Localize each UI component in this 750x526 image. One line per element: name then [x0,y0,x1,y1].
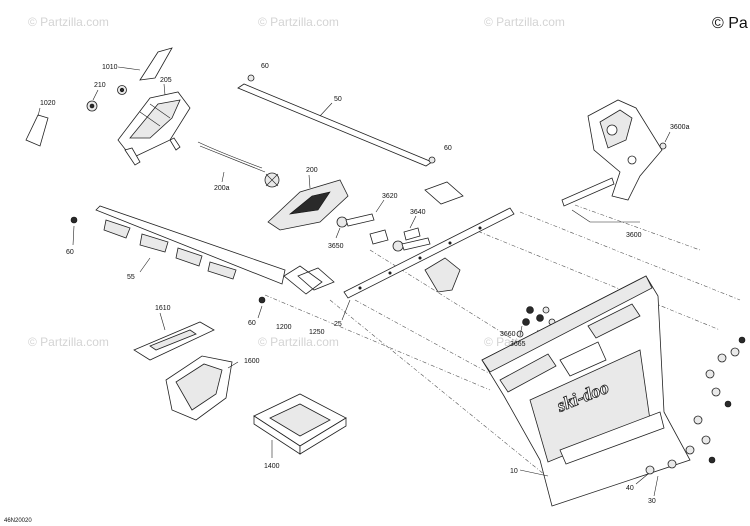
watermark: © Partzilla.com [28,335,109,349]
part-1400-kit [253,393,347,458]
watermark: © Partzilla.com [258,335,339,349]
callout-1020: 1020 [40,100,56,107]
callout-3665: 3665 [510,341,526,348]
corner-watermark: © Pa [712,15,748,32]
callout-1400: 1400 [264,463,280,470]
part-50-bar [237,74,436,167]
part-55-rail [95,205,286,285]
callout-1010: 1010 [102,64,118,71]
callout-200: 200 [306,167,318,174]
watermark: © Partzilla.com [28,15,109,29]
callout-1250: 1250 [309,329,325,336]
callout-3600a: 3600a [670,124,690,131]
part-1010-flap [117,47,173,81]
callout-200a: 200a [214,185,230,192]
callout-3650: 3650 [328,243,344,250]
part-1600-module [165,355,239,421]
callout-205: 205 [160,77,172,84]
callout-60: 60 [248,320,256,327]
callout-3640: 3640 [410,209,426,216]
callout-3660: 3660 [500,331,516,338]
diagram-code: 46N20020 [4,518,32,524]
part-1250-gasket [283,181,464,295]
part-10-flap: ski-doo [481,275,691,507]
callout-60: 60 [66,249,74,256]
callout-1200: 1200 [276,324,292,331]
callout-25: 25 [334,321,342,328]
callout-55: 55 [127,274,135,281]
part-205-housing [117,83,191,166]
callout-60: 60 [261,63,269,70]
callout-210: 210 [94,82,106,89]
part-210-grommet [86,85,127,112]
callout-3620: 3620 [382,193,398,200]
callout-1600: 1600 [244,358,260,365]
part-1020-reflector [25,107,49,147]
part-1610-bracket [133,312,215,361]
callout-labels: 1010 210 205 1020 60 50 60 200 200a 3620… [40,63,690,505]
part-3650-bolt [335,199,431,252]
part-200-lens [267,174,349,231]
part-30-washers [635,336,746,497]
callout-1610: 1610 [155,305,171,312]
watermark: © Partzilla.com [258,15,339,29]
part-200a-harness [197,141,280,188]
part-3600-bracket [561,99,671,223]
callout-10: 10 [510,468,518,475]
callout-50: 50 [334,96,342,103]
part-25-mount-rail [341,207,515,321]
callout-40: 40 [626,485,634,492]
callout-3600: 3600 [626,232,642,239]
callout-30: 30 [648,498,656,505]
watermark: © Partzilla.com [484,15,565,29]
part-60-bolt [70,216,266,319]
callout-60: 60 [444,145,452,152]
